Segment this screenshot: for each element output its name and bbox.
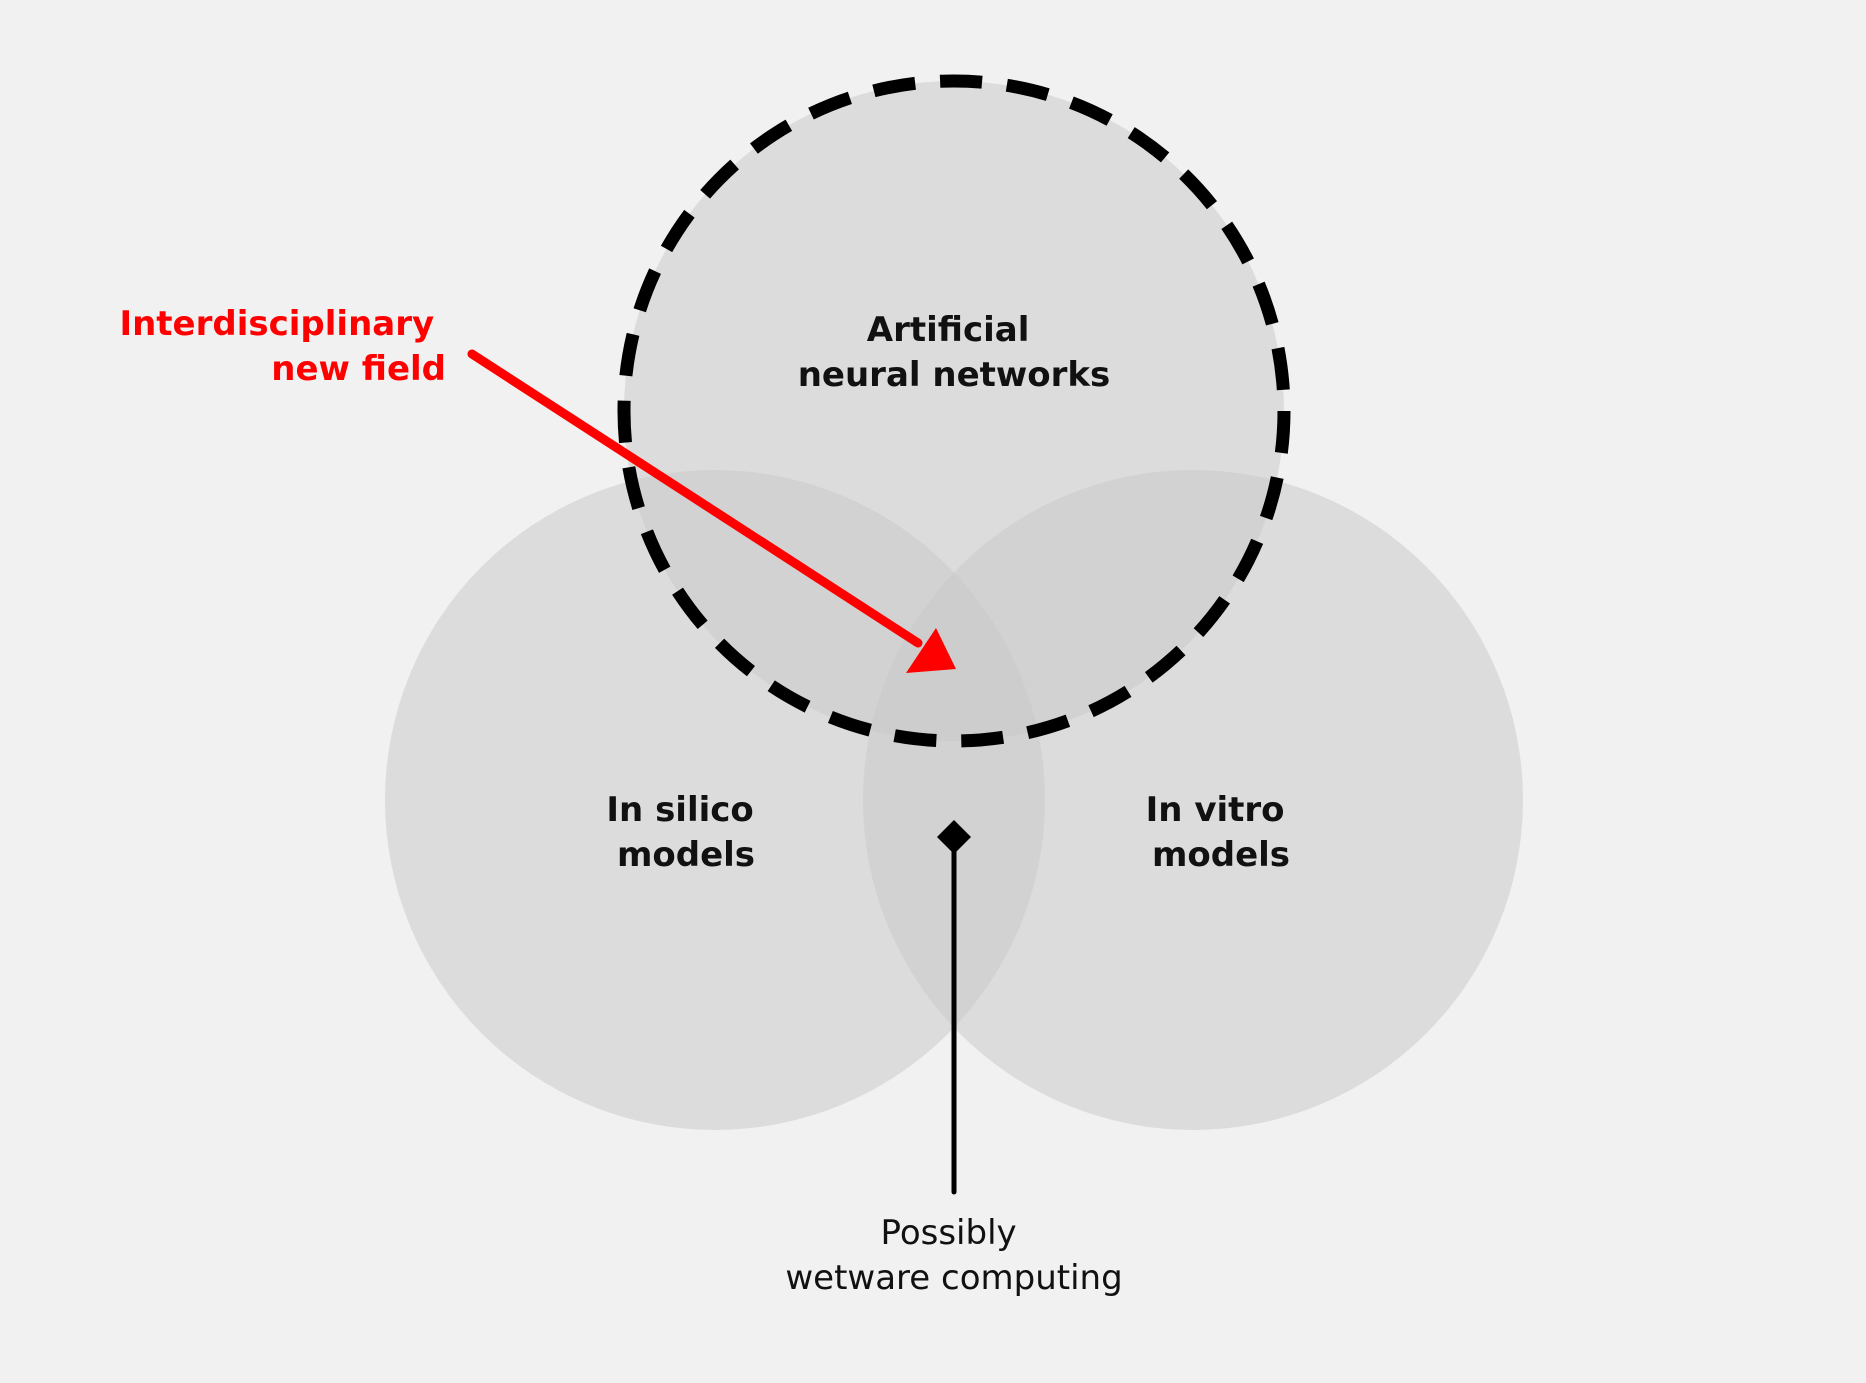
label-possibly-wetware-computing: Possibly wetware computing <box>785 1213 1122 1298</box>
circle-artificial-neural-networks <box>624 81 1284 741</box>
label-in-silico-models: In silico models <box>606 790 765 875</box>
label-in-silico-models-line2: models <box>617 835 755 875</box>
label-interdisciplinary-new-field-line1: Interdisciplinary <box>119 304 434 344</box>
label-in-vitro-models-line1: In vitro <box>1146 790 1285 830</box>
label-interdisciplinary-new-field: Interdisciplinary new field <box>119 304 446 389</box>
label-in-vitro-models: In vitro models <box>1146 790 1297 875</box>
label-artificial-neural-networks: Artificial neural networks <box>798 310 1111 395</box>
red-arrow-head <box>906 628 956 673</box>
label-artificial-neural-networks-line2: neural networks <box>798 355 1111 395</box>
label-artificial-neural-networks-line1: Artificial <box>867 310 1030 350</box>
center-pointer-diamond <box>937 820 971 854</box>
label-interdisciplinary-new-field-line2: new field <box>271 349 446 389</box>
label-in-vitro-models-line2: models <box>1152 835 1290 875</box>
label-possibly-wetware-computing-line2: wetware computing <box>785 1258 1122 1298</box>
label-in-silico-models-line1: In silico <box>606 790 753 830</box>
label-possibly-wetware-computing-line1: Possibly <box>881 1213 1017 1253</box>
red-arrow-shaft <box>467 349 923 648</box>
dashed-border-artificial-neural-networks <box>617 74 1291 748</box>
